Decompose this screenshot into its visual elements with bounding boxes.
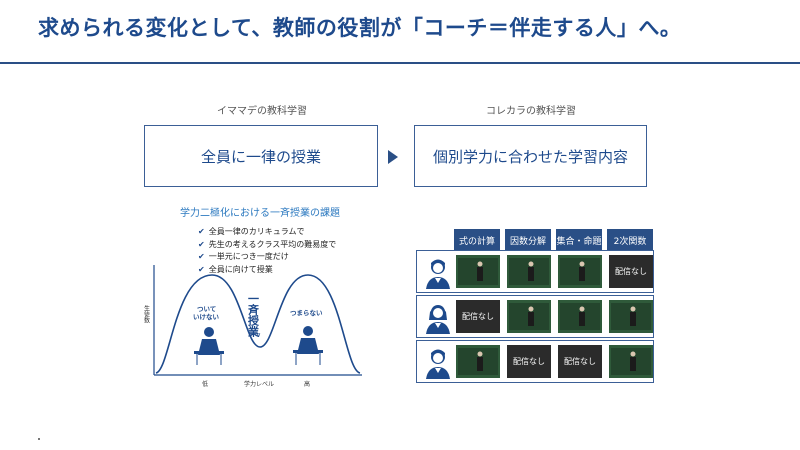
student-row: 配信なし — [416, 295, 654, 338]
lecture-video-thumbnail[interactable] — [558, 255, 602, 288]
x-axis-label: 学力レベル — [244, 380, 274, 388]
page-dot — [38, 438, 40, 440]
column-header: 集合・命題 — [556, 229, 602, 252]
no-delivery-cell: 配信なし — [558, 345, 602, 378]
issues-list: ✔全員一律のカリキュラムで ✔先生の考えるクラス平均の難易度で ✔一単元につき一… — [198, 226, 336, 276]
column-header: 因数分解 — [505, 229, 551, 252]
no-delivery-cell: 配信なし — [456, 300, 500, 333]
student-row: 配信なし — [416, 250, 654, 293]
arrow-right-icon — [388, 150, 398, 164]
issue-item: ✔先生の考えるクラス平均の難易度で — [198, 239, 336, 252]
student-girl-icon — [421, 300, 455, 334]
lecture-video-thumbnail[interactable] — [558, 300, 602, 333]
check-icon: ✔ — [198, 264, 205, 274]
center-mark: ∨ — [256, 331, 261, 339]
struggling-student-icon — [194, 327, 224, 365]
lecture-video-thumbnail[interactable] — [456, 345, 500, 378]
left-caption: イママデの教科学習 — [217, 106, 307, 117]
center-label: 一斉授業 — [247, 293, 261, 338]
bored-student-icon — [293, 326, 323, 365]
issue-item: ✔全員一律のカリキュラムで — [198, 226, 336, 239]
left-box: 全員に一律の授業 — [144, 125, 378, 187]
check-icon: ✔ — [198, 252, 205, 261]
left-peak-label-2: いけない — [193, 312, 220, 321]
left-peak-label-1: ついて — [197, 305, 216, 313]
student-boy-icon — [421, 345, 455, 379]
issues-title: 学力二極化における一斉授業の課題 — [180, 208, 340, 219]
no-delivery-cell: 配信なし — [609, 255, 653, 288]
column-header: 2次関数 — [607, 229, 653, 252]
title-underline — [0, 62, 800, 64]
issue-item: ✔全員に向けて授業 — [198, 264, 336, 277]
check-icon: ✔ — [198, 239, 205, 249]
lecture-video-thumbnail[interactable] — [609, 345, 653, 378]
bimodal-distribution-chart: 生徒数 低 学力レベル 高 ついて いけない つまらない 一斉授業 ∨ — [143, 265, 362, 388]
check-icon: ✔ — [198, 227, 205, 236]
lecture-video-thumbnail[interactable] — [456, 255, 500, 288]
left-box-label: 全員に一律の授業 — [200, 147, 321, 166]
y-axis-label: 生徒数 — [143, 304, 150, 324]
lecture-video-thumbnail[interactable] — [609, 300, 653, 333]
x-high-label: 高 — [304, 380, 310, 388]
lecture-video-thumbnail[interactable] — [507, 255, 551, 288]
right-peak-label: つまらない — [290, 308, 323, 317]
issue-item: ✔一単元につき一度だけ — [198, 251, 336, 264]
student-boy-icon — [421, 255, 455, 289]
right-box: 個別学力に合わせた学習内容 — [414, 125, 647, 187]
right-box-label: 個別学力に合わせた学習内容 — [432, 147, 628, 166]
student-row: 配信なし配信なし — [416, 340, 654, 383]
no-delivery-cell: 配信なし — [507, 345, 551, 378]
x-low-label: 低 — [202, 380, 208, 388]
right-caption: コレカラの教科学習 — [486, 106, 576, 117]
page-title: 求められる変化として、教師の役割が「コーチ＝伴走する人」へ。 — [38, 16, 682, 40]
distribution-curve — [155, 274, 361, 374]
lecture-video-thumbnail[interactable] — [507, 300, 551, 333]
column-header: 式の計算 — [454, 229, 500, 252]
